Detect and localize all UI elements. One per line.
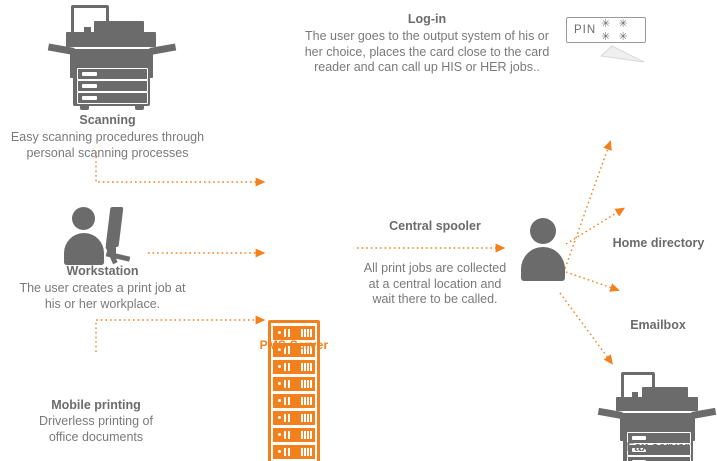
scanning-description-line: Easy scanning procedures through (10, 130, 205, 144)
home-directory-label: Home directory (612, 236, 705, 250)
central-spooler-description-line: wait there to be called. (372, 292, 498, 306)
printer-scanner-lid (616, 397, 698, 411)
pin-callout-tail (599, 45, 645, 63)
rack-led (278, 348, 281, 351)
fax-server-label: Fax server (626, 440, 690, 454)
rack-vents (301, 346, 312, 354)
printer-drawer-handle (632, 459, 646, 461)
pms-server-label: PMS Server (259, 338, 329, 352)
workstation-description: The user creates a print job at his or h… (0, 281, 205, 312)
rack-vents (301, 397, 312, 405)
scanning-description-line: personal scanning processes (26, 145, 189, 160)
mobile-printing-title: Mobile printing (51, 398, 141, 412)
rack-led (278, 416, 281, 419)
monitor-neck (111, 246, 116, 254)
pin-masked-value: ✳ ✳ ✳ ✳ (601, 18, 631, 43)
login-description: The user goes to the output system of hi… (292, 29, 562, 76)
user-head (72, 207, 95, 230)
printer-drawer-handle (82, 83, 97, 88)
connector-user-to-printer (561, 140, 612, 278)
monitor-screen (105, 207, 124, 247)
rack-led (278, 450, 281, 453)
printer-drawer-handle (82, 95, 97, 100)
login-description-line: reader and can call up HIS or HER jobs.. (314, 60, 540, 74)
rack-led (278, 331, 281, 334)
printer-paper-drawer (627, 456, 691, 461)
pin-entry-box[interactable]: PIN ✳ ✳ ✳ ✳ (566, 17, 646, 43)
mobile-printing-description: Driverless printing of office documents (0, 414, 192, 445)
login-description-line: The user goes to the output system of hi… (305, 29, 549, 43)
workstation-description-line: The user creates a print job at (19, 281, 186, 295)
rack-switch (284, 329, 290, 337)
login-title: Log-in (407, 12, 447, 26)
central-spooler-title: Central spooler (389, 219, 481, 233)
rack-switch (284, 414, 290, 422)
mobile-printing-description-line: office documents (48, 429, 144, 444)
printer-drawer-handle (632, 435, 646, 440)
rack-switch (284, 346, 290, 354)
printer-drawer-handle (632, 447, 646, 452)
connector-mobile-to-server (95, 315, 266, 352)
person-head (530, 218, 556, 244)
emailbox-label: Emailbox (630, 318, 686, 332)
rack-vents (301, 380, 312, 388)
printer-scanner-lid (66, 32, 156, 47)
rack-switch (284, 380, 290, 388)
printer-paper-drawer (77, 92, 148, 104)
rack-frame (268, 320, 320, 461)
rack-switch (284, 448, 290, 456)
rack-vents (301, 448, 312, 456)
scanning-description: Easy scanning procedures through persona… (0, 130, 215, 161)
login-description-line: her choice, places the card close to the… (304, 44, 550, 59)
central-spooler-description-line: All print jobs are collected (363, 261, 507, 275)
connector-user-to-home-directory (565, 207, 626, 245)
scanning-title: Scanning (79, 113, 136, 127)
output-printer-icon (596, 370, 717, 461)
pin-label: PIN (574, 24, 597, 36)
printer-drawer-handle (82, 71, 97, 76)
mobile-printing-description-line: Driverless printing of (39, 414, 153, 428)
rack-led (278, 399, 281, 402)
rack-led (278, 365, 281, 368)
printer-paper-drawer (77, 68, 148, 80)
rack-switch (284, 397, 290, 405)
user-torso (64, 233, 104, 265)
connector-user-to-fax-server (559, 292, 613, 365)
workstation-user-icon (62, 207, 138, 265)
rack-vents (301, 329, 312, 337)
rack-led (278, 433, 281, 436)
person-torso (521, 247, 565, 281)
user-person-icon (519, 218, 567, 281)
rack-vents (301, 431, 312, 439)
printer-document-feeder (94, 21, 144, 33)
connector-user-to-emailbox (565, 271, 620, 292)
pms-server-rack-icon (268, 320, 320, 461)
workstation-description-line: his or her workplace. (44, 296, 161, 311)
printer-foot (135, 105, 144, 110)
printer-foot (80, 105, 89, 110)
rack-vents (301, 363, 312, 371)
rack-led (278, 382, 281, 385)
scanning-printer-icon (44, 3, 180, 113)
rack-vents (301, 414, 312, 422)
printer-document-feeder (642, 387, 688, 398)
rack-switch (284, 431, 290, 439)
printer-paper-drawer (627, 444, 691, 456)
printer-paper-drawer (77, 80, 148, 92)
connector-scanning-to-server (95, 152, 266, 187)
printer-paper-drawer (627, 432, 691, 444)
central-spooler-description: All print jobs are collected at a centra… (350, 261, 520, 308)
workstation-title: Workstation (66, 264, 139, 278)
rack-switch (284, 363, 290, 371)
central-spooler-description-line: at a central location and (368, 276, 502, 291)
